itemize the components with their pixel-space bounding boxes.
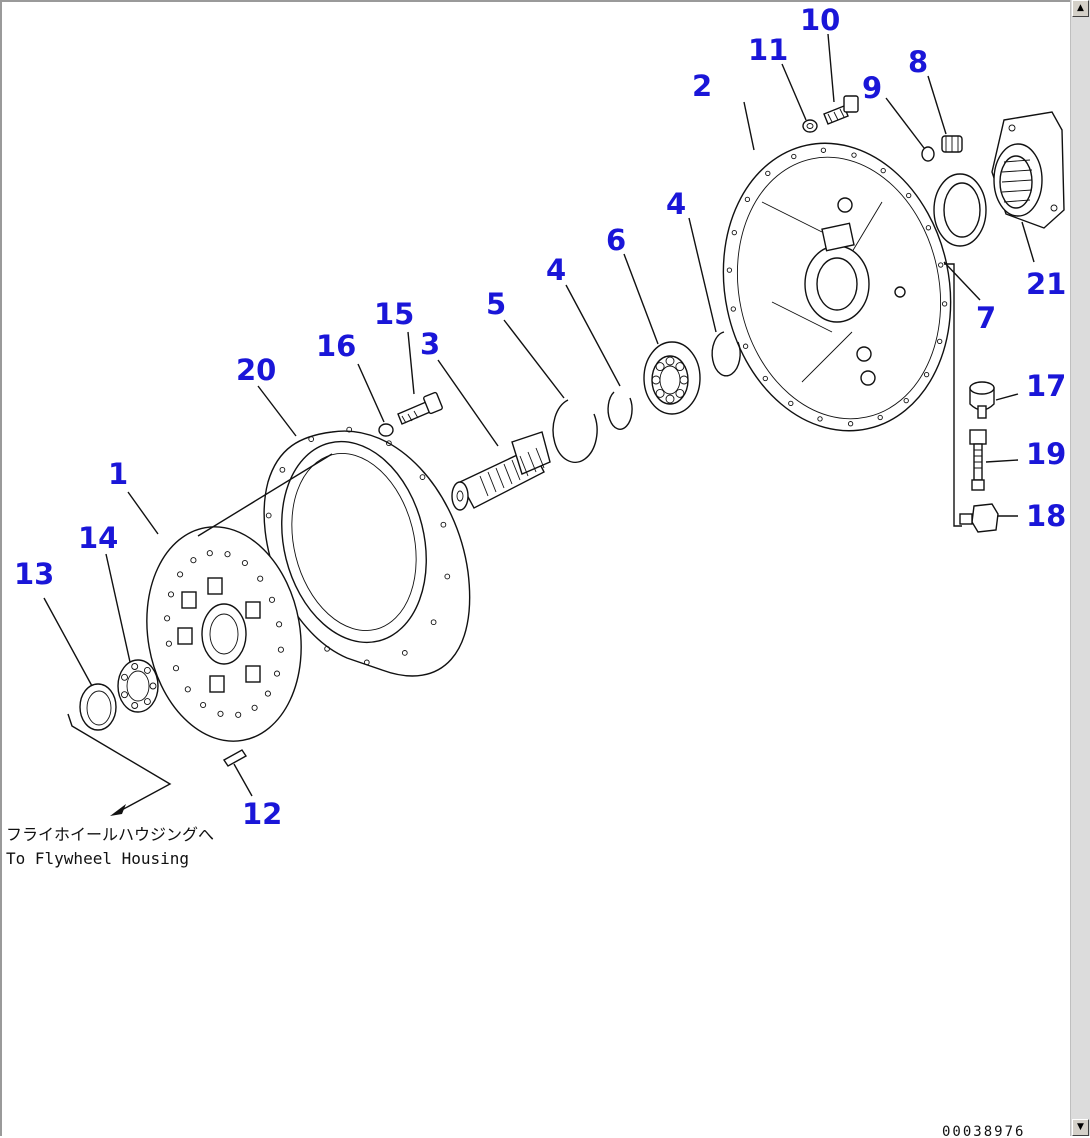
part-5-snap-ring	[552, 399, 598, 463]
vertical-scrollbar[interactable]: ▲ ▼	[1070, 0, 1090, 1136]
part-20-adapter-ring	[263, 426, 471, 677]
part-16-washer	[378, 423, 394, 437]
callout-8: 8	[908, 45, 928, 79]
leader-lines	[43, 33, 1035, 816]
part-8-plug	[941, 135, 963, 153]
part-4-snap-ring-right	[711, 331, 741, 377]
note-japanese: フライホイールハウジングへ	[6, 825, 214, 844]
callout-18: 18	[1026, 499, 1066, 533]
callout-9: 9	[862, 71, 882, 105]
callout-1: 1	[108, 457, 128, 491]
drawing-code: 00038976	[942, 1124, 1025, 1138]
callout-13: 13	[14, 557, 54, 591]
part-2-case	[722, 142, 952, 432]
part-21-housing	[991, 111, 1065, 229]
callout-5: 5	[486, 287, 506, 321]
callout-2: 2	[692, 69, 712, 103]
part-15-bolt	[397, 391, 443, 425]
exploded-parts-diagram: 1 2 3 4 4 5 6 7 8 9 10 11 12 13 14 15 16…	[6, 3, 1066, 1138]
callout-11: 11	[748, 33, 788, 67]
part-12-pin	[222, 749, 248, 767]
callout-16: 16	[316, 329, 356, 363]
callout-labels: 1 2 3 4 4 5 6 7 8 9 10 11 12 13 14 15 16…	[14, 3, 1066, 831]
callout-20: 20	[236, 353, 276, 387]
part-14-bearing	[117, 659, 159, 713]
callout-7: 7	[976, 301, 996, 335]
callout-6: 6	[606, 223, 626, 257]
callout-10: 10	[800, 3, 840, 37]
callout-17: 17	[1026, 369, 1066, 403]
part-10-bolt	[823, 95, 859, 125]
part-7-seal	[933, 173, 987, 247]
part-9-o-ring	[921, 146, 935, 162]
part-18-nut	[959, 503, 999, 533]
part-3-shaft	[451, 431, 551, 511]
callout-4-mid: 4	[546, 253, 566, 287]
part-4-snap-ring-left	[607, 391, 633, 430]
part-1-coupling-plate	[146, 526, 302, 742]
callout-3: 3	[420, 327, 440, 361]
part-13-seal	[79, 683, 117, 731]
callout-12: 12	[242, 797, 282, 831]
callout-15: 15	[374, 297, 414, 331]
callout-14: 14	[78, 521, 118, 555]
part-19-stud	[969, 429, 987, 491]
part-6-bearing	[643, 341, 701, 415]
callout-21: 21	[1026, 267, 1066, 301]
callout-19: 19	[1026, 437, 1066, 471]
callout-4-right: 4	[666, 187, 686, 221]
arrow-down-icon[interactable]: ▼	[1072, 1119, 1089, 1136]
part-11-washer	[802, 119, 818, 133]
part-17-cap	[969, 381, 995, 419]
arrow-up-icon[interactable]: ▲	[1072, 0, 1089, 17]
note-english: To Flywheel Housing	[6, 849, 189, 868]
